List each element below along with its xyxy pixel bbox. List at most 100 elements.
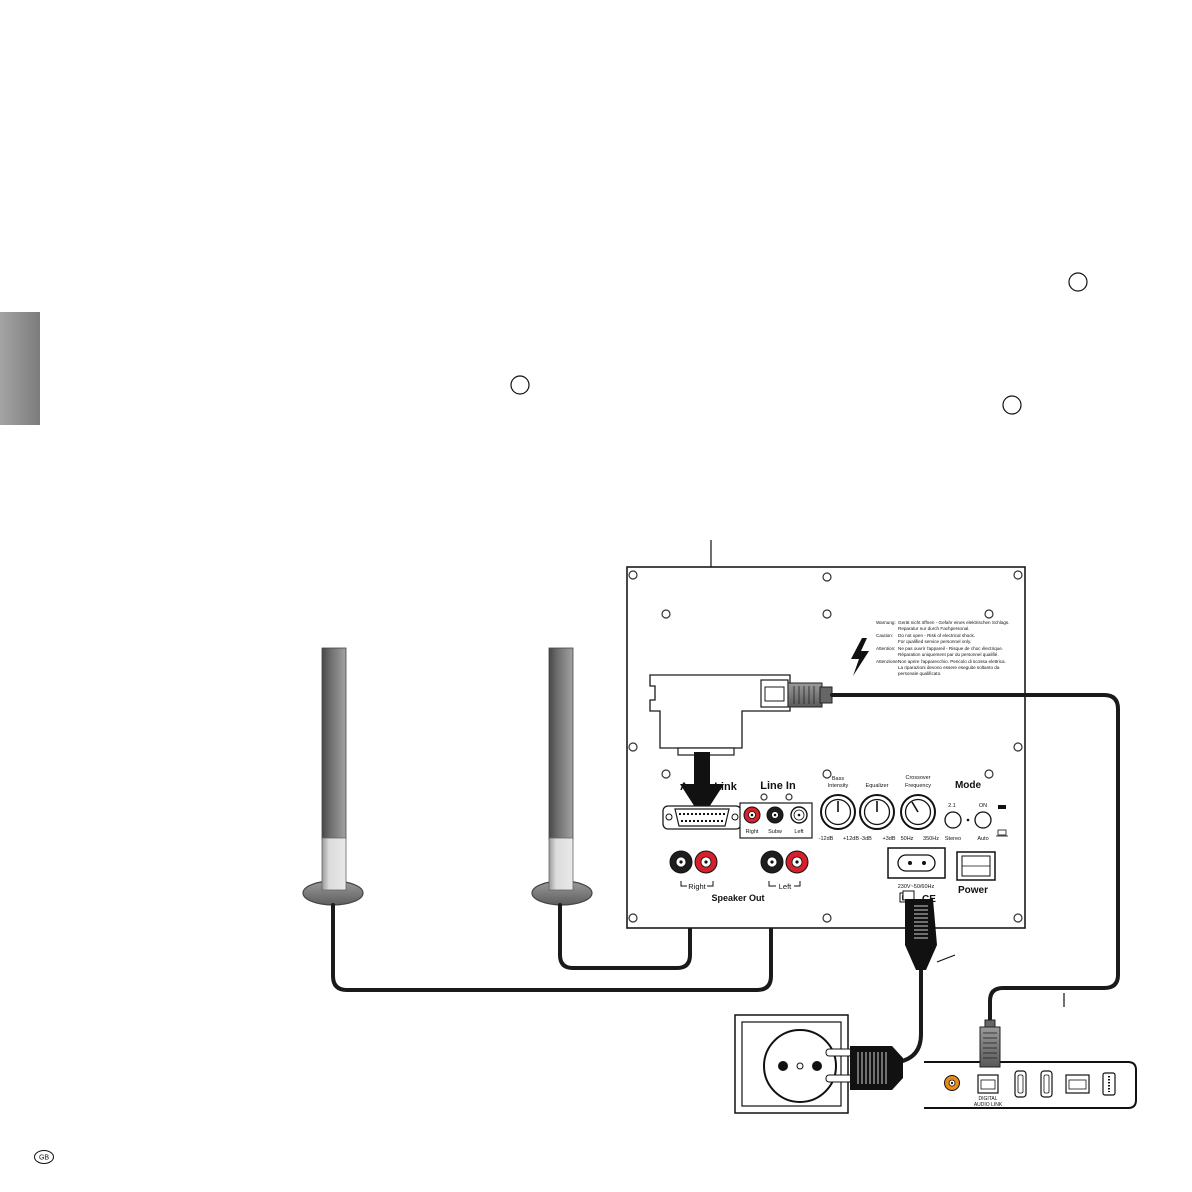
audio-link-plug-top (787, 682, 833, 708)
standby-icon (998, 805, 1006, 809)
speaker-foot (548, 837, 574, 891)
tv-icon (996, 829, 1008, 837)
warning-label: Attenzione: (876, 659, 899, 664)
mode-stereo-button (944, 811, 962, 829)
panel-screw (1013, 742, 1023, 752)
warning-label: Attention: (876, 646, 895, 651)
power-switch (956, 851, 996, 881)
crossover-title-line2: Frequency (905, 783, 931, 789)
power-cord (896, 964, 923, 1064)
warning-line: La riparazioni devono essere eseguite so… (898, 665, 1000, 670)
speaker-cable-left (331, 878, 773, 992)
reference-marker (510, 375, 530, 395)
power-label: Power (958, 885, 988, 896)
line-in-title: Line In (760, 780, 796, 792)
line-in-right-jack (743, 806, 761, 824)
mode-stereo-label: Stereo (945, 836, 961, 842)
mode-auto-button (974, 811, 992, 829)
crossover-max-label: 350Hz (923, 836, 939, 842)
bass-intensity-knob (820, 794, 856, 830)
mode-title: Mode (955, 780, 982, 791)
warning-text: Warnung: Gerät nicht öffnen - Gefahr ein… (876, 620, 1010, 676)
digital-audio-link-label: AUDIO LINK (974, 1102, 1003, 1108)
speaker-foot (321, 837, 347, 891)
warning-line: Non aprire l'apparecchio. Pericolo di sc… (898, 659, 1006, 664)
mode-indicator-dot (966, 818, 970, 822)
equalizer-min-label: -3dB (860, 836, 872, 842)
digital-audio-link-socket (977, 1074, 999, 1094)
equalizer-knob (859, 794, 895, 830)
module-rj45-socket-inner (764, 686, 785, 702)
panel-screw (628, 913, 638, 923)
mains-rating-label: 230V~50/60Hz (898, 884, 935, 890)
mode-auto-label: Auto (977, 836, 988, 842)
audio-link-plug-bottom (979, 1019, 1001, 1068)
line-in-right-label: Right (746, 829, 759, 835)
network-port (1065, 1074, 1090, 1094)
speaker-out-left-bracket (768, 881, 776, 887)
panel-screw (628, 742, 638, 752)
warning-line: Réparation uniquement par du personnel q… (898, 652, 999, 657)
speaker-out-left-bracket (794, 881, 801, 887)
audio-link-module (649, 674, 791, 749)
speaker-column (548, 647, 574, 841)
orange-coax-jack (944, 1075, 960, 1091)
panel-screw (760, 793, 768, 801)
speaker-cable-right (558, 898, 692, 970)
warning-label: Warnung: (876, 620, 896, 625)
mains-inlet (887, 847, 946, 879)
warning-label: Caution: (876, 633, 893, 638)
panel-screw (628, 570, 638, 580)
line-in-left-jack (790, 806, 808, 824)
panel-screw (661, 769, 671, 779)
warning-line: Gerät nicht öffnen - Gefahr eines elektr… (898, 620, 1010, 625)
mode-on-label: ON (979, 803, 987, 809)
equalizer-title: Equalizer (866, 783, 889, 789)
crossover-frequency-knob (900, 794, 936, 830)
panel-screw (984, 769, 994, 779)
line-in-left-label: Left (794, 829, 804, 835)
down-arrow-icon (680, 752, 724, 818)
warning-line: Reparatur nur durch Fachpersonal. (898, 626, 970, 631)
speaker-out-left-label: Left (779, 882, 792, 891)
panel-screw (822, 769, 832, 779)
speaker-out-right-black-jack (669, 850, 693, 874)
panel-screw (984, 609, 994, 619)
language-badge-label: GB (39, 1155, 49, 1162)
speaker-out-right-bracket (707, 881, 714, 887)
bass-title-line2: Intensity (828, 783, 849, 789)
reference-marker (1002, 395, 1022, 415)
panel-screw (785, 793, 793, 801)
mode-21-label: 2.1 (948, 803, 956, 809)
crossover-min-label: 50Hz (901, 836, 914, 842)
crossover-title-line1: Crossover (905, 775, 930, 781)
dsub-connector (662, 805, 742, 830)
hdmi-port (1014, 1070, 1027, 1098)
side-tab (0, 312, 40, 425)
speaker-out-right-label: Right (688, 882, 706, 891)
panel-screw (822, 913, 832, 923)
speaker-column (321, 647, 347, 841)
bass-title-line1: Bass (832, 776, 844, 782)
line-in-subw-label: Subw (768, 829, 782, 835)
warning-line: For qualified service personnel only. (898, 639, 971, 644)
audio-link-cable (830, 693, 1120, 1026)
equalizer-max-label: +3dB (883, 836, 896, 842)
panel-screw (661, 609, 671, 619)
speaker-out-right-bracket (680, 881, 687, 887)
reference-marker (1068, 272, 1088, 292)
wall-socket (734, 1014, 849, 1114)
bass-min-label: -12dB (819, 836, 834, 842)
panel-screw (822, 572, 832, 582)
speaker-out-title: Speaker Out (711, 893, 764, 903)
tv-back-panel: DIGITAL AUDIO LINK (924, 1061, 1137, 1109)
language-badge: GB (34, 1150, 54, 1164)
bass-max-label: +12dB (843, 836, 859, 842)
usb-port (1102, 1072, 1116, 1096)
speaker-out-left-black-jack (760, 850, 784, 874)
mains-plug (825, 1046, 903, 1090)
lightning-warning-icon (851, 638, 869, 676)
hdmi-port (1040, 1070, 1053, 1098)
warning-line: Ne pas ouvrir l'appareil - Risque de cho… (898, 646, 1003, 651)
